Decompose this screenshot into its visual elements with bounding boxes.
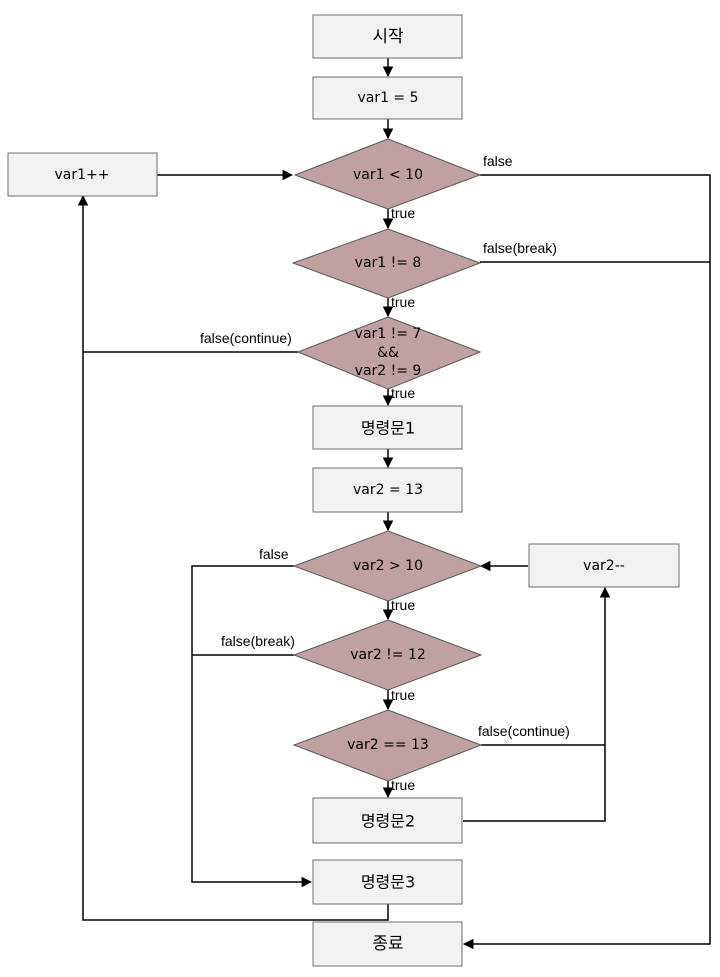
decision-compound: var1 != 7 && var2 != 9 <box>296 316 482 390</box>
label-cond3-false: false(continue) <box>200 330 292 346</box>
var2-decrement-label: var2-- <box>583 558 625 574</box>
edge-stmt3-to-inc <box>77 194 389 921</box>
decision-var1-lt-10: var1 < 10 <box>293 138 482 210</box>
connectors <box>77 58 711 950</box>
statement3-label: 명령문3 <box>361 873 415 892</box>
label-cond3-true: true <box>391 385 415 401</box>
label-cond5-false: false(break) <box>221 633 295 649</box>
statement2-label: 명령문2 <box>361 812 415 831</box>
label-cond5-true: true <box>391 687 415 703</box>
statement3-box: 명령문3 <box>312 859 463 905</box>
label-cond1-false: false <box>483 153 513 169</box>
end-label: 종료 <box>372 934 403 954</box>
var1-increment-box: var1++ <box>7 152 158 197</box>
edge-cond4-false-to-stmt3 <box>191 565 313 888</box>
var1-init-box: var1 = 5 <box>312 76 463 120</box>
statement2-box: 명령문2 <box>312 797 463 844</box>
label-cond4-true: true <box>391 597 415 613</box>
var2-init-label: var2 = 13 <box>353 482 423 498</box>
decision-var2-ne-12: var2 != 12 <box>292 619 483 691</box>
decision-var1-ne-8-label: var1 != 8 <box>355 255 422 271</box>
decision-var2-gt-10: var2 > 10 <box>292 530 483 602</box>
decision-var2-ne-12-label: var2 != 12 <box>350 647 426 663</box>
label-cond6-false: false(continue) <box>478 723 570 739</box>
var2-decrement-box: var2-- <box>528 543 680 588</box>
var1-init-label: var1 = 5 <box>357 90 418 106</box>
label-cond1-true: true <box>391 205 415 221</box>
edge-labels: false true false(break) true false(conti… <box>200 153 570 793</box>
edge-cond1-false-to-end <box>462 174 711 950</box>
edge-stmt2-to-dec <box>463 586 611 822</box>
var2-init-box: var2 = 13 <box>312 467 463 513</box>
end-box: 종료 <box>312 921 463 967</box>
var1-increment-label: var1++ <box>55 167 110 183</box>
decision-var1-ne-8: var1 != 8 <box>291 228 482 299</box>
decision-compound-line3: var2 != 9 <box>355 363 422 379</box>
decision-var2-eq-13: var2 == 13 <box>292 709 483 782</box>
statement1-label: 명령문1 <box>361 419 415 438</box>
decision-compound-line2: && <box>377 345 399 361</box>
label-cond4-false: false <box>259 546 289 562</box>
decision-var2-gt-10-label: var2 > 10 <box>353 558 423 574</box>
label-cond6-true: true <box>391 777 415 793</box>
statement1-box: 명령문1 <box>312 405 463 450</box>
start-label: 시작 <box>372 27 404 47</box>
start-box: 시작 <box>312 14 463 59</box>
decision-var2-eq-13-label: var2 == 13 <box>347 737 429 753</box>
decision-var1-lt-10-label: var1 < 10 <box>353 167 423 183</box>
decision-compound-line1: var1 != 7 <box>355 326 422 342</box>
label-cond2-false: false(break) <box>483 240 557 256</box>
label-cond2-true: true <box>391 294 415 310</box>
